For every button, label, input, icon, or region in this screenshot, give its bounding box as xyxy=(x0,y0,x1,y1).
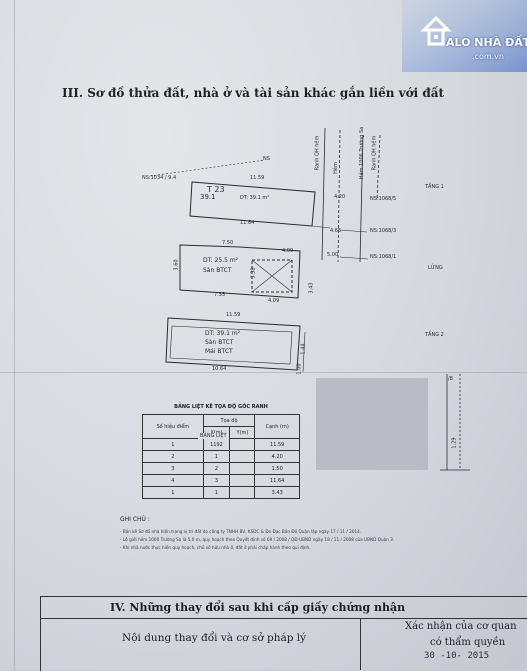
brand-logo: ALO NHÀ ĐẤT .com.vn xyxy=(402,0,527,72)
dim-label: 4.20 xyxy=(334,194,346,200)
changes-column-divider xyxy=(360,618,361,670)
approval-header-line2: có thẩm quyền xyxy=(430,637,506,648)
notes-title: GHI CHÚ : xyxy=(120,516,150,523)
table-header: Tọa độ xyxy=(202,414,256,427)
table-row: 3 2 1.50 xyxy=(142,462,300,475)
table-cell: 1 xyxy=(142,486,204,499)
table-cell: 1 xyxy=(202,450,231,463)
lot-value: 39.1 xyxy=(200,193,216,201)
dim-label: 10.64 xyxy=(212,366,227,372)
note-line: - Lộ giới hẻm 1000 Trường Sa là 5.0 m, q… xyxy=(120,537,395,542)
changes-section xyxy=(40,596,527,671)
table-cell: 3 xyxy=(202,474,231,487)
right-mark: 1.29 xyxy=(451,437,458,449)
table-cell: 2 xyxy=(202,462,231,475)
table-cell: 11.64 xyxy=(254,474,300,487)
mezzanine-area: DT: 25.5 m² xyxy=(203,257,239,264)
dim-label: 4.09 xyxy=(268,298,280,304)
floor1-area: DT: 39.1 m² xyxy=(240,195,270,201)
street-label: Ranh QH hẻm xyxy=(314,135,321,171)
table-cell: 3 xyxy=(142,462,204,475)
table-cell: 3.43 xyxy=(254,486,300,499)
mezzanine-outline xyxy=(179,244,301,299)
floor2-roof: Mái BTCT xyxy=(205,348,233,355)
paper-fold xyxy=(0,372,527,373)
dim-label: 7.50 xyxy=(222,240,234,246)
dim-label: 3.43 xyxy=(308,282,315,294)
floor-label: LỬNG xyxy=(428,265,443,271)
table-row: 2 1 4.20 xyxy=(142,450,300,463)
table-row: 1 1192 11.59 xyxy=(142,438,300,451)
table-header: Số hiệu điểm xyxy=(142,414,204,439)
paper-fold xyxy=(14,0,15,670)
dim-label: 1.00 xyxy=(296,363,303,375)
floor2-area: DT: 39.1 m² xyxy=(205,330,241,337)
note-line: - Khi nhà nước thực hiện quy hoạch, chủ … xyxy=(120,545,311,550)
mezzanine-floor: Sàn BTCT xyxy=(203,267,232,274)
table-header: Y(m) xyxy=(229,426,256,439)
right-mark: /8 xyxy=(448,376,453,382)
dim-label: 11.59 xyxy=(250,175,265,181)
dim-label: 11.64 xyxy=(240,220,255,226)
redacted-area xyxy=(316,378,428,470)
table-header: Cạnh (m) xyxy=(254,414,300,439)
note-line: - Bản kê Sơ đồ nhà hiện trạng vị trí đất… xyxy=(120,529,362,534)
floor2-floor: Sàn BTCT xyxy=(205,339,234,346)
changes-title: IV. Những thay đổi sau khi cấp giấy chứn… xyxy=(110,601,406,614)
table-cell: 2 xyxy=(142,450,204,463)
table-cell xyxy=(229,462,256,475)
site-plan-drawing xyxy=(149,127,470,471)
mezzanine-void-dim: 3.38 xyxy=(250,267,257,279)
table-cell xyxy=(229,474,256,487)
dim-label: 4.65 xyxy=(330,228,342,234)
date-stamp: 30 -10- 2015 xyxy=(424,651,490,661)
table-overlay-label: BẢNG LIỆT xyxy=(198,433,229,439)
table-row: 4 3 11.64 xyxy=(142,474,300,487)
floor-label: TẦNG 1 xyxy=(425,184,444,190)
mezzanine-void xyxy=(251,259,293,293)
lot-number: T 23 xyxy=(207,185,225,194)
house-icon xyxy=(402,0,527,72)
street-label: Hẻm xyxy=(332,162,339,174)
changes-content-header: Nội dung thay đổi và cơ sở pháp lý xyxy=(122,632,307,644)
street-label: Hẻm 1006 Trường Sa xyxy=(359,126,366,180)
table-title: BẢNG LIỆT KÊ TỌA ĐỘ GÓC RANH xyxy=(174,404,268,410)
coordinate-table: BẢNG LIỆT KÊ TỌA ĐỘ GÓC RANH Số hiệu điể… xyxy=(142,404,300,499)
approval-header-line1: Xác nhận của cơ quan xyxy=(405,621,517,632)
dim-label: 5.00 xyxy=(327,252,339,258)
section-title: III. Sơ đồ thửa đất, nhà ở và tài sản kh… xyxy=(62,86,445,100)
coordinate-grid: Số hiệu điểm Tọa độ Cạnh (m) X(m) Y(m) 1… xyxy=(142,414,300,499)
table-cell: 4.20 xyxy=(254,450,300,463)
street-label: Ranh QH hẻm xyxy=(371,135,378,171)
dim-label: 7.55 xyxy=(214,292,226,298)
neighbor-label: NS:1068/5 xyxy=(370,196,397,202)
dim-label: 11.59 xyxy=(226,312,241,318)
changes-table-row xyxy=(40,618,527,671)
plan-top-label: NS xyxy=(263,156,270,162)
floor2-inner xyxy=(169,325,293,365)
neighbor-label: NS:1068/3 xyxy=(370,228,397,234)
dim-label: 4.09 xyxy=(282,248,294,254)
table-cell: 11.59 xyxy=(254,438,300,451)
dim-label: 1.44 xyxy=(300,343,307,355)
neighbor-label: NS:1068/1 xyxy=(370,254,397,260)
table-cell: 1192 xyxy=(202,438,231,451)
brand-domain: .com.vn xyxy=(472,52,504,61)
floor-label: TẦNG 2 xyxy=(425,332,444,338)
dim-label: 3.60 xyxy=(173,259,180,271)
floor2-outline xyxy=(165,317,301,371)
table-cell: 4 xyxy=(142,474,204,487)
table-cell xyxy=(229,438,256,451)
table-cell: 1 xyxy=(202,486,231,499)
table-cell: 1.50 xyxy=(254,462,300,475)
table-row: 1 1 3.43 xyxy=(142,486,300,499)
table-cell xyxy=(229,450,256,463)
brand-name: ALO NHÀ ĐẤT xyxy=(446,36,527,49)
table-cell xyxy=(229,486,256,499)
table-cell: 1 xyxy=(142,438,204,451)
neighbor-label: NS:1034 / 9.4 xyxy=(142,175,177,181)
